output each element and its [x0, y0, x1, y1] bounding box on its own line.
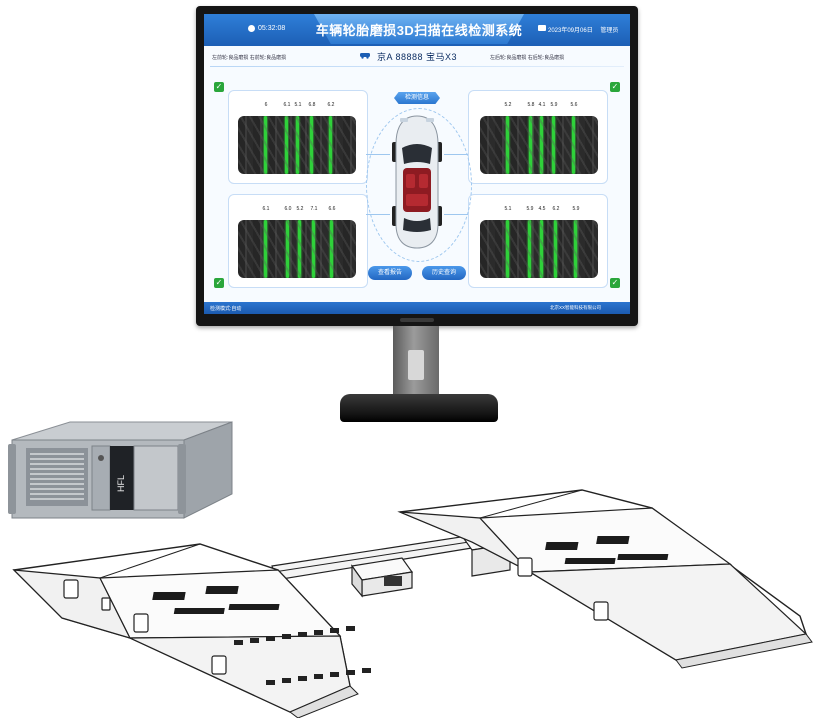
tire-scan-front-right: [480, 116, 598, 174]
tire-scan-rear-left: [238, 220, 356, 278]
calendar-icon: [538, 25, 546, 31]
app-title: 车辆轮胎磨损3D扫描在线检测系统: [315, 23, 523, 38]
car-top-view-icon: [392, 115, 442, 249]
tread-groove: [285, 116, 288, 174]
tread-groove: [552, 116, 555, 174]
tread-groove: [540, 116, 543, 174]
header-date-text: 2023年09月06日: [548, 28, 593, 34]
tread-depth-value: 5.8: [527, 102, 535, 108]
header-user[interactable]: 管理员: [600, 28, 619, 34]
monitor-screen: 车辆轮胎磨损3D扫描在线检测系统 05:32:08 2023年09月06日 管理…: [204, 14, 630, 314]
tread-groove: [574, 220, 577, 278]
tire-scanner-platforms: [12, 489, 813, 718]
header-title-plate: [314, 14, 524, 44]
tread-depth-value: 6.2: [327, 102, 335, 108]
tread-depth-value: 5.6: [570, 102, 578, 108]
tread-depth-value: 6: [264, 102, 268, 108]
tread-depth-value: 6.1: [283, 102, 291, 108]
tread-groove: [264, 116, 267, 174]
footer-company: 北京XX智能科技有限公司: [550, 305, 602, 310]
header-time: 05:32:08: [258, 25, 286, 32]
check-icon: ✓: [610, 278, 620, 288]
tread-groove: [286, 220, 289, 278]
tread-depth-value: 6.8: [308, 102, 316, 108]
tread-groove: [572, 116, 575, 174]
history-query-label: 历史查询: [431, 270, 456, 276]
tread-groove: [554, 220, 557, 278]
check-icon: ✓: [214, 278, 224, 288]
monitor-stand-base: [340, 394, 498, 422]
tread-depth-value: 6.1: [262, 206, 270, 212]
tread-depth-value: 4.5: [538, 206, 546, 212]
footer-mode: 检测模式:自动: [210, 306, 242, 312]
check-icon: ✓: [214, 82, 224, 92]
front-tire-status: 左前轮:良品磨损 右前轮:良品磨损: [212, 55, 287, 61]
tread-depth-value: 5.2: [504, 102, 512, 108]
tread-depth-value: 6.6: [328, 206, 336, 212]
view-report-button[interactable]: 查看报告: [368, 266, 412, 280]
rear-tire-status: 左后轮:良品磨损 右后轮:良品磨损: [490, 55, 565, 61]
tread-groove: [528, 220, 531, 278]
clock-icon: [248, 25, 255, 32]
screen-footer: [204, 302, 630, 314]
tread-depth-value: 5.9: [526, 206, 534, 212]
tread-depth-value: 4.1: [538, 102, 546, 108]
tread-groove: [540, 220, 543, 278]
tire-scan-rear-right: [480, 220, 598, 278]
info-divider: [210, 66, 624, 67]
tread-groove: [312, 220, 315, 278]
tread-groove: [264, 220, 267, 278]
tread-depth-value: 5.1: [294, 102, 302, 108]
license-plate: 京A 88888 宝马X3: [377, 52, 458, 62]
header-date: 2023年09月06日 管理员: [548, 25, 618, 34]
tread-depth-value: 5.2: [296, 206, 304, 212]
car-icon: [360, 53, 370, 59]
tread-groove: [529, 116, 532, 174]
tread-groove: [310, 116, 313, 174]
tire-scan-front-left: [238, 116, 356, 174]
tread-depth-value: 5.1: [504, 206, 512, 212]
tread-groove: [506, 220, 509, 278]
tread-groove: [296, 116, 299, 174]
tread-depth-value: 6.0: [284, 206, 292, 212]
tread-groove: [329, 116, 332, 174]
tread-depth-value: 7.1: [310, 206, 318, 212]
history-query-button[interactable]: 历史查询: [422, 266, 466, 280]
tread-depth-value: 5.9: [572, 206, 580, 212]
tread-groove: [298, 220, 301, 278]
tread-depth-value: 6.2: [552, 206, 560, 212]
view-report-label: 查看报告: [377, 270, 402, 276]
check-icon: ✓: [610, 82, 620, 92]
detection-info-badge: 检测信息: [394, 92, 440, 104]
monitor-stand-cable-hole: [408, 350, 424, 380]
car-outline-ring: [366, 108, 472, 262]
industrial-pc: [8, 421, 233, 519]
tread-depth-value: 5.9: [550, 102, 558, 108]
monitor-logo: [400, 318, 434, 322]
tread-groove: [330, 220, 333, 278]
tread-groove: [506, 116, 509, 174]
